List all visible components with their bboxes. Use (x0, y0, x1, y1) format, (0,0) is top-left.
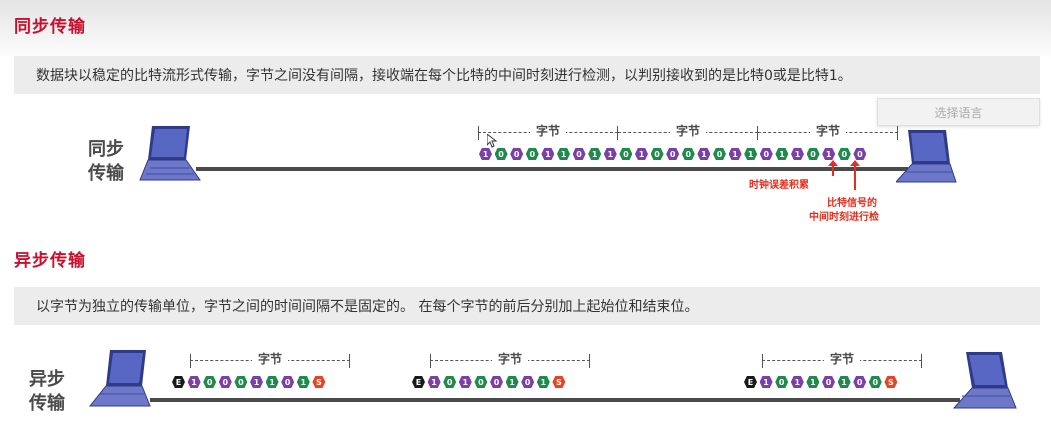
bit-cell: 0 (443, 376, 457, 388)
sync-description: 数据块以稳定的比特流形式传输，字节之间没有间隔，接收端在每个比特的中间时刻进行检… (14, 56, 1040, 94)
bit-cell: 1 (744, 148, 758, 160)
sync-byte-bracket-3: 字节 (758, 122, 898, 140)
sample-note-line1: 比特信号的 (827, 198, 877, 209)
bit-cell: 0 (853, 148, 867, 160)
bit-cell: 0 (203, 376, 217, 388)
bit-cell: 0 (713, 148, 726, 160)
async-receiver-laptop-icon (952, 352, 1017, 409)
sync-byte-bracket-2: 字节 (618, 122, 758, 140)
async-transmission-line (150, 398, 960, 402)
bit-cell: 0 (281, 376, 295, 388)
bit-cell: 0 (525, 148, 539, 160)
bit-cell: 0 (650, 148, 664, 160)
async-diagram-label-line2: 传输 (29, 393, 65, 414)
bit-cell: 1 (775, 148, 789, 160)
async-byte-label-3: 字节 (823, 350, 861, 367)
receiver-laptop-icon (896, 130, 957, 183)
bit-cell: 1 (603, 148, 617, 160)
bit-cell: 1 (296, 376, 310, 388)
sample-point-arrow-icon (850, 160, 860, 190)
bit-cell: 1 (541, 148, 555, 160)
bit-cell: 1 (697, 148, 711, 160)
bit-cell: 0 (822, 376, 835, 388)
clock-error-note: 时钟误差积累 (749, 180, 809, 191)
bit-cell: 0 (666, 148, 680, 160)
async-description: 以字节为独立的传输单位，字节之间的时间间隔不是固定的。 在每个字节的前后分别加上… (14, 287, 1040, 325)
bit-cell: 1 (479, 148, 492, 160)
sync-diagram-label-line1: 同步 (88, 139, 124, 160)
header-background (0, 0, 1051, 60)
bit-cell: 0 (494, 148, 508, 160)
bit-cell: 1 (822, 148, 836, 160)
bit-cell: 1 (728, 148, 742, 160)
bit-cell: 0 (759, 148, 773, 160)
sync-diagram-label-line2: 传输 (88, 163, 124, 184)
bit-cell: 0 (218, 376, 232, 388)
mouse-cursor-icon (487, 134, 497, 148)
language-select-button[interactable]: 选择语言 (877, 98, 1040, 126)
bit-cell: 1 (791, 148, 804, 160)
bit-cell: 1 (265, 376, 279, 388)
bit-cell: 0 (837, 148, 851, 160)
bit-cell: 1 (557, 148, 570, 160)
bit-cell: 0 (619, 148, 633, 160)
sender-laptop-icon (139, 126, 201, 181)
sync-byte-label-1: 字节 (529, 122, 567, 139)
start-bit: E (412, 376, 425, 388)
bit-cell: 1 (458, 376, 472, 388)
sync-byte-label-2: 字节 (669, 122, 707, 139)
bit-cell: 1 (187, 376, 201, 388)
bit-cell: 0 (521, 376, 535, 388)
bit-cell: 0 (234, 376, 248, 388)
stop-bit: S (312, 376, 326, 388)
bit-cell: 0 (681, 148, 695, 160)
bit-cell: 1 (806, 376, 820, 388)
bit-cell: 0 (510, 148, 524, 160)
clock-error-arrow-icon (828, 160, 838, 176)
async-section-title: 异步传输 (14, 251, 86, 271)
async-byte-label-2: 字节 (491, 350, 529, 367)
async-byte-bracket-2: 字节 (430, 350, 590, 368)
sync-diagram-label: 同步 传输 (86, 138, 126, 186)
sync-byte-bracket-1: 字节 (478, 122, 618, 140)
bit-cell: 0 (474, 376, 488, 388)
stop-bit: S (884, 376, 898, 388)
sync-byte-label-3: 字节 (809, 122, 847, 139)
bit-cell: 0 (775, 376, 789, 388)
async-byte-bracket-3: 字节 (762, 350, 922, 368)
start-bit: E (744, 376, 757, 388)
async-diagram-label: 异步 传输 (27, 368, 67, 416)
bit-cell: 1 (790, 376, 804, 388)
sync-transmission-line (196, 167, 908, 171)
async-byte-bracket-1: 字节 (190, 350, 350, 368)
sync-section-title: 同步传输 (14, 17, 86, 37)
bit-cell: 0 (853, 376, 867, 388)
sample-note-line2: 中间时刻进行检 (809, 212, 879, 223)
bit-cell: 1 (427, 376, 441, 388)
bit-cell: 0 (868, 376, 882, 388)
start-bit: E (172, 376, 185, 388)
bit-cell: 0 (490, 376, 503, 388)
bit-cell: 1 (635, 148, 648, 160)
async-byte-label-1: 字节 (251, 350, 289, 367)
bit-cell: 1 (759, 376, 773, 388)
bit-cell: 1 (250, 376, 263, 388)
async-diagram-label-line1: 异步 (29, 369, 65, 390)
bit-cell: 1 (536, 376, 550, 388)
async-sender-laptop-icon (88, 350, 151, 407)
bit-cell: 0 (572, 148, 586, 160)
bit-cell: 1 (505, 376, 519, 388)
bit-cell: 1 (837, 376, 851, 388)
stop-bit: S (552, 376, 566, 388)
bit-cell: 0 (806, 148, 820, 160)
bit-cell: 1 (588, 148, 602, 160)
